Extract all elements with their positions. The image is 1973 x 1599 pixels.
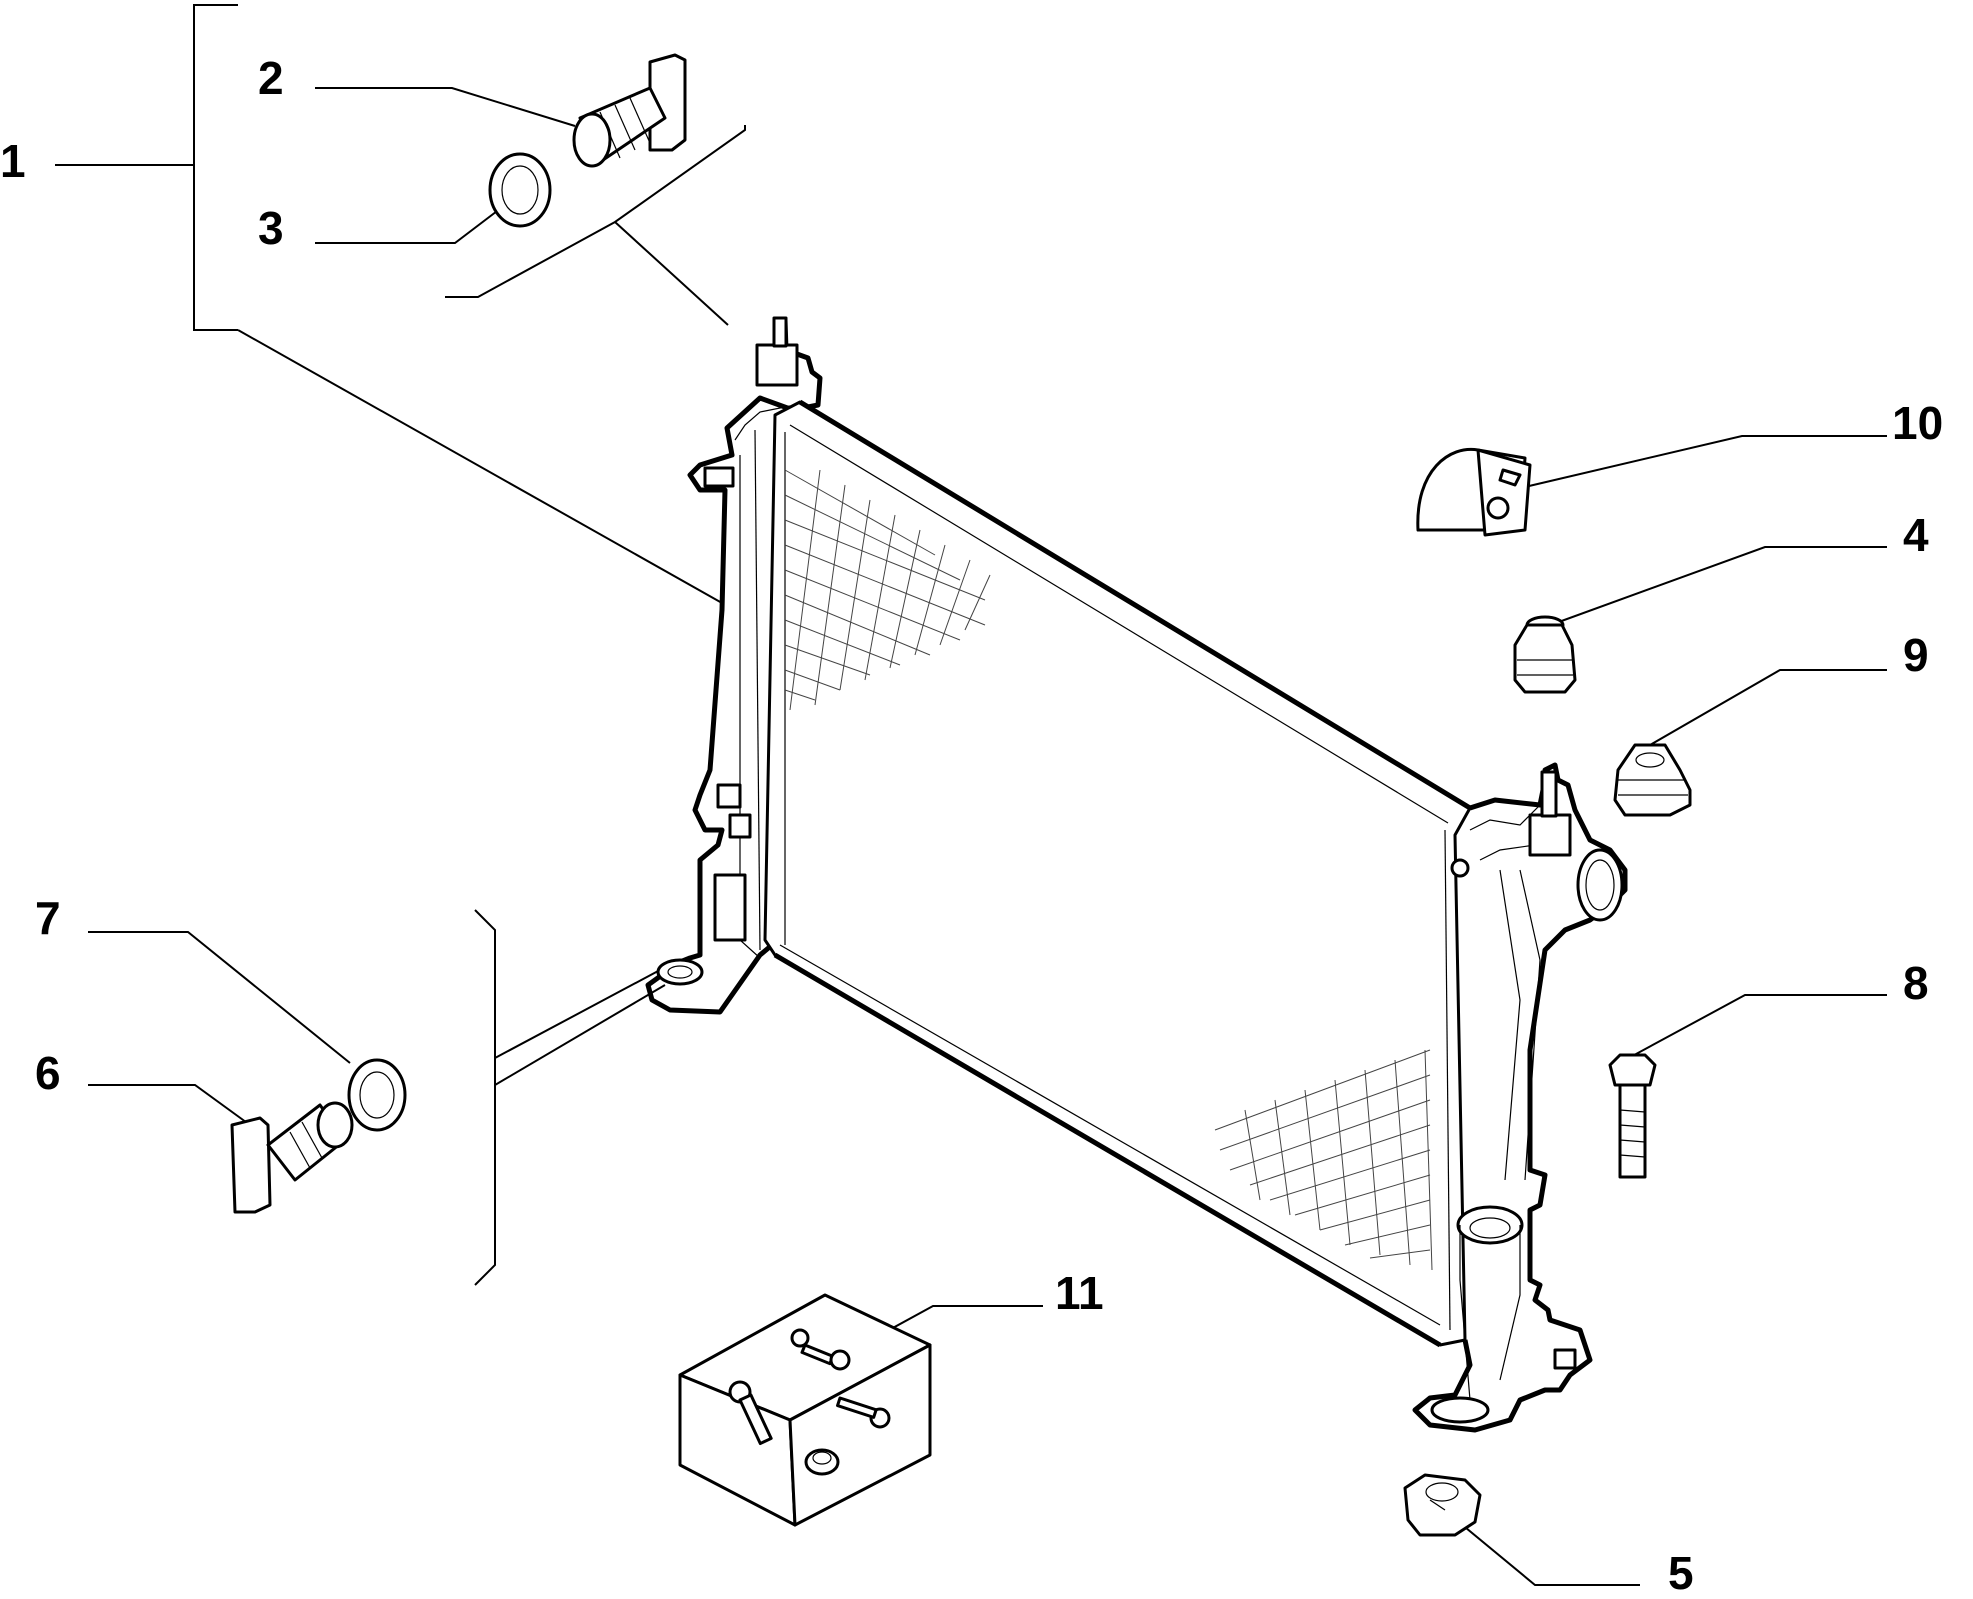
callout-1: 1 (0, 135, 26, 187)
drain-plug-top (572, 53, 687, 168)
core-fin-mesh-top (784, 469, 991, 711)
washer-bottom (347, 1058, 407, 1132)
callout-10: 10 (1892, 397, 1944, 449)
rubber-bushing (1613, 743, 1692, 817)
rubber-mount (1416, 447, 1532, 537)
radiator-assembly (645, 316, 1628, 1433)
retaining-clip (1403, 1473, 1482, 1537)
callout-8: 8 (1903, 957, 1929, 1009)
washer-top (488, 152, 552, 228)
callout-6: 6 (35, 1047, 61, 1099)
callout-3: 3 (258, 202, 284, 254)
callout-7: 7 (35, 892, 61, 944)
callout-5: 5 (1668, 1547, 1694, 1599)
callout-9: 9 (1903, 629, 1929, 681)
hex-bolt (1608, 1053, 1657, 1179)
drain-plug-bottom (230, 1101, 354, 1214)
grommet-small (1513, 615, 1577, 694)
group-bracket-top (55, 4, 723, 604)
callout-4: 4 (1903, 509, 1929, 561)
fastener-kit-box (678, 1293, 932, 1527)
callout-11: 11 (1055, 1267, 1104, 1319)
leader-lines (88, 87, 1887, 1586)
callout-2: 2 (258, 52, 284, 104)
core-fin-mesh-bottom (1214, 1049, 1433, 1271)
